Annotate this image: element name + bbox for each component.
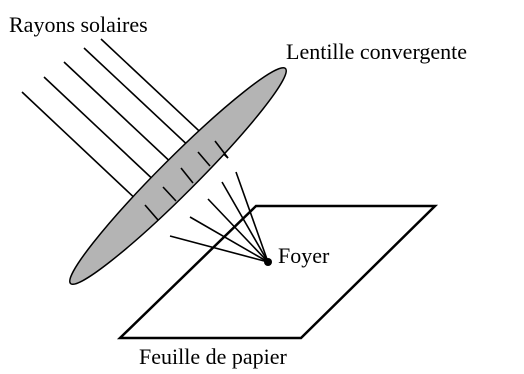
lens-ray-1	[144, 204, 159, 221]
paper-sheet	[116, 204, 439, 340]
focus-label: Foyer	[278, 243, 330, 268]
paper-label: Feuille de papier	[139, 344, 287, 369]
refracted-ray-1	[169, 235, 269, 263]
focus-point	[264, 258, 272, 266]
lens-ray-5	[214, 140, 229, 159]
refracted-ray-4	[221, 181, 269, 263]
lens-ray-2	[162, 186, 177, 202]
incoming-rays	[21, 38, 229, 221]
lens-ray-3	[180, 167, 194, 184]
rays-inside-lens	[144, 140, 229, 221]
converging-lens	[69, 67, 287, 285]
sun-rays-label: Rayons solaires	[9, 12, 148, 37]
refracted-ray-2	[189, 216, 269, 263]
lens-ray-4	[197, 151, 211, 167]
refracted-ray-5	[235, 171, 269, 263]
refracted-rays	[169, 171, 269, 263]
lens-label: Lentille convergente	[286, 39, 468, 64]
refracted-ray-3	[207, 198, 269, 263]
